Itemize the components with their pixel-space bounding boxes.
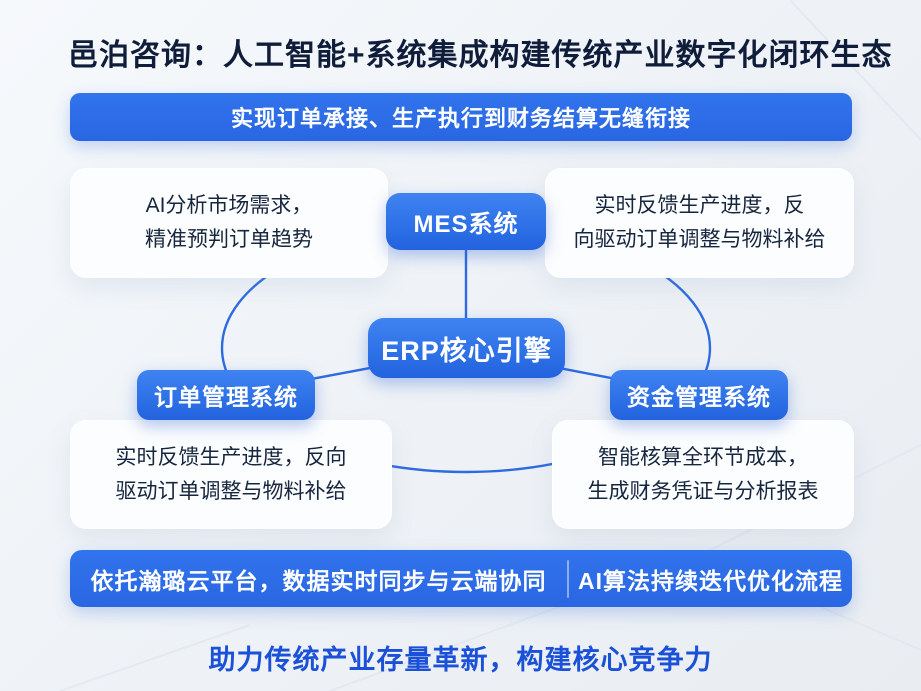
card-text-line: 实时反馈生产进度，反 [594, 194, 805, 217]
banner-divider [567, 559, 569, 598]
card-production-feedback-top: 实时反馈生产进度，反 向驱动订单调整与物料补给 [545, 168, 854, 278]
bottom-banner-left-segment: 依托瀚璐云平台，数据实时同步与云端协同 [70, 562, 567, 596]
top-banner: 实现订单承接、生产执行到财务结算无缝衔接 [70, 93, 852, 141]
bottom-banner-left-text: 依托瀚璐云平台，数据实时同步与云端协同 [90, 567, 547, 594]
node-fund-management-system: 资金管理系统 [610, 370, 788, 420]
card-text-line: 生成财务凭证与分析报表 [587, 479, 819, 503]
node-mes-system: MES系统 [386, 193, 546, 250]
card-text-line: 智能核算全环节成本， [598, 445, 808, 469]
top-banner-text: 实现订单承接、生产执行到财务结算无缝衔接 [230, 106, 691, 131]
page-title: 邑泊咨询：人工智能+系统集成构建传统产业数字化闭环生态 [68, 39, 893, 72]
footer-tagline: 助力传统产业存量革新，构建核心竞争力 [208, 645, 713, 675]
card-text-line: 向驱动订单调整与物料补给 [573, 228, 826, 251]
bottom-banner: 依托瀚璐云平台，数据实时同步与云端协同 AI算法持续迭代优化流程 [70, 550, 852, 607]
card-text-line: 精准预判订单趋势 [145, 228, 313, 251]
card-text-line: AI分析市场需求， [145, 194, 313, 217]
card-cost-accounting: 智能核算全环节成本， 生成财务凭证与分析报表 [552, 420, 854, 529]
node-erp-core-engine: ERP核心引擎 [368, 318, 565, 378]
bottom-banner-right-text: AI算法持续迭代优化流程 [578, 567, 843, 594]
node-order-management-system: 订单管理系统 [137, 370, 315, 420]
bottom-banner-right-segment: AI算法持续迭代优化流程 [569, 562, 852, 596]
card-text-line: 实时反馈生产进度，反向 [115, 445, 347, 469]
card-production-feedback-bottom: 实时反馈生产进度，反向 驱动订单调整与物料补给 [70, 420, 392, 529]
card-text-line: 驱动订单调整与物料补给 [115, 479, 347, 503]
card-ai-demand-forecast: AI分析市场需求， 精准预判订单趋势 [70, 168, 388, 278]
